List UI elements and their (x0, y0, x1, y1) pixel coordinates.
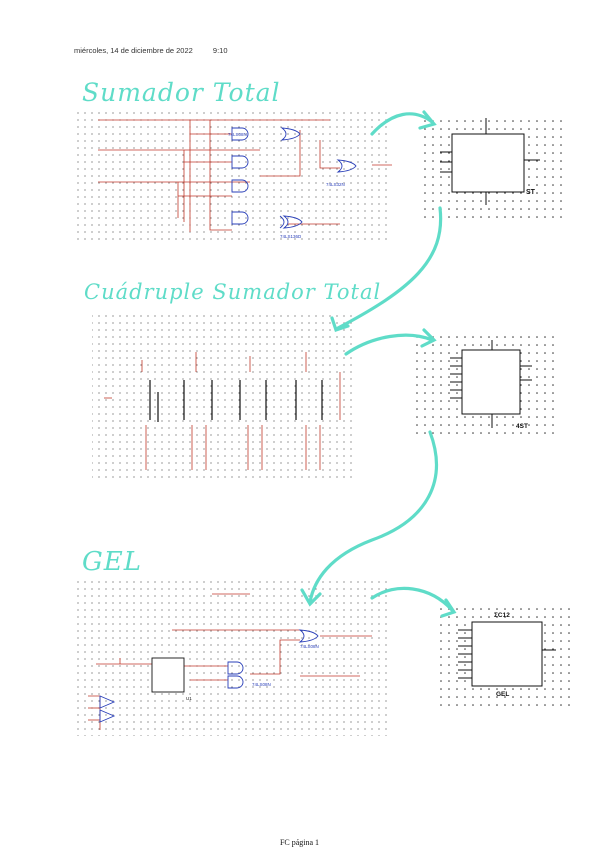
arrowhead (300, 588, 322, 607)
arrow-down-2 (308, 430, 439, 604)
arrowhead (418, 110, 437, 130)
4st-block: 4ST (414, 336, 560, 436)
section-title-cuadruple-sumador: Cuádruple Sumador Total (84, 280, 382, 304)
gel-schematic: 74LS08N 74LS08N U1 (74, 580, 392, 736)
section-title-sumador-total: Sumador Total (82, 78, 281, 107)
full-adder-schematic: 74LS08N 74LS32N 74LS136D (74, 110, 392, 242)
arrow-down-1 (336, 206, 443, 330)
chip-label: 74LS32N (326, 182, 345, 187)
quad-adder-schematic (92, 312, 354, 480)
chip-label: 74LS08N (228, 132, 247, 137)
handdrawn-arrows (300, 110, 457, 618)
gel-block: ΣC12 GEL (436, 606, 574, 712)
header-time: 9:10 (212, 46, 228, 55)
section-title-gel: GEL (82, 547, 143, 577)
arrow-gel (370, 586, 454, 612)
block-label-gel-top: ΣC12 (494, 612, 510, 619)
block-label-st: ST (526, 189, 536, 196)
block-label-gel: GEL (496, 691, 509, 698)
arrow-4st (344, 333, 434, 356)
arrowhead (440, 598, 457, 618)
chip-label: U1 (186, 696, 192, 701)
header-date: miércoles, 14 de diciembre de 2022 (74, 46, 193, 55)
chip-label: 74LS08N (252, 682, 271, 687)
page-footer: FC página 1 (279, 838, 320, 847)
chip-label: 74LS08N (300, 644, 319, 649)
chip-label: 74LS136D (280, 234, 302, 239)
arrow-st (370, 112, 434, 136)
page-header: miércoles, 14 de diciembre de 2022 9:10 (74, 46, 228, 55)
arrowhead (330, 316, 350, 333)
st-block: ST (418, 118, 564, 218)
block-label-4st: 4ST (516, 423, 528, 430)
arrowhead (420, 328, 437, 348)
